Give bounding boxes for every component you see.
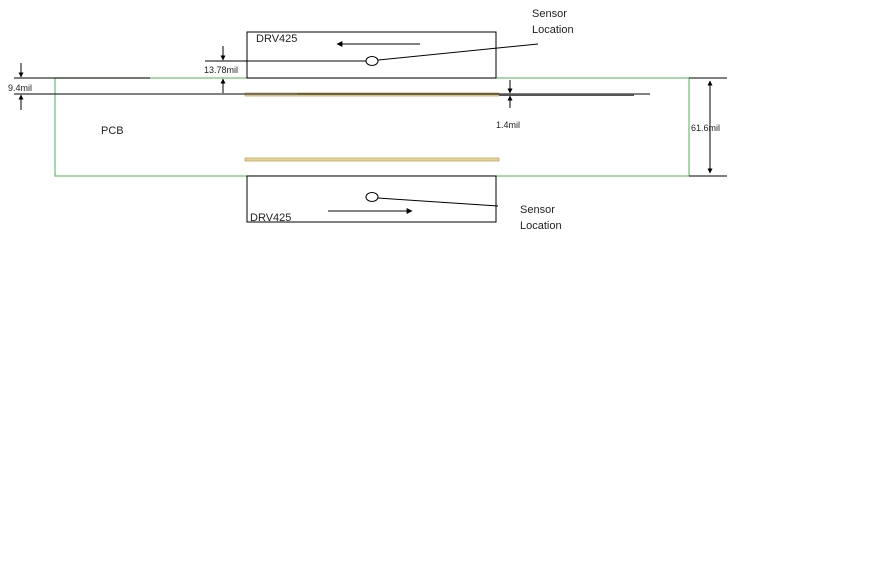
top-chip-label: DRV425 — [256, 33, 297, 45]
top-drv425-chip — [246, 31, 497, 79]
copper-thickness-dimension: 1.4mil — [496, 120, 520, 130]
top-sensor-dot — [365, 56, 379, 66]
top-sensor-label-line2: Location — [532, 24, 574, 36]
bottom-copper-layer — [244, 157, 500, 162]
bottom-chip-label: DRV425 — [250, 212, 291, 224]
top-sensor-label-line1: Sensor — [532, 8, 567, 20]
bottom-sensor-label-line1: Sensor — [520, 204, 555, 216]
copper-offset-dimension: 9.4mil — [8, 83, 32, 93]
bottom-sensor-label-line2: Location — [520, 220, 562, 232]
pcb-thickness-dimension: 61.6mil — [691, 123, 720, 133]
bottom-sensor-leader-line — [377, 197, 499, 207]
top-sensor-leader-line — [377, 43, 539, 61]
bottom-sensor-dot — [365, 192, 379, 202]
chip-gap-dimension: 13.78mil — [204, 65, 238, 75]
pcb-label: PCB — [101, 125, 124, 137]
